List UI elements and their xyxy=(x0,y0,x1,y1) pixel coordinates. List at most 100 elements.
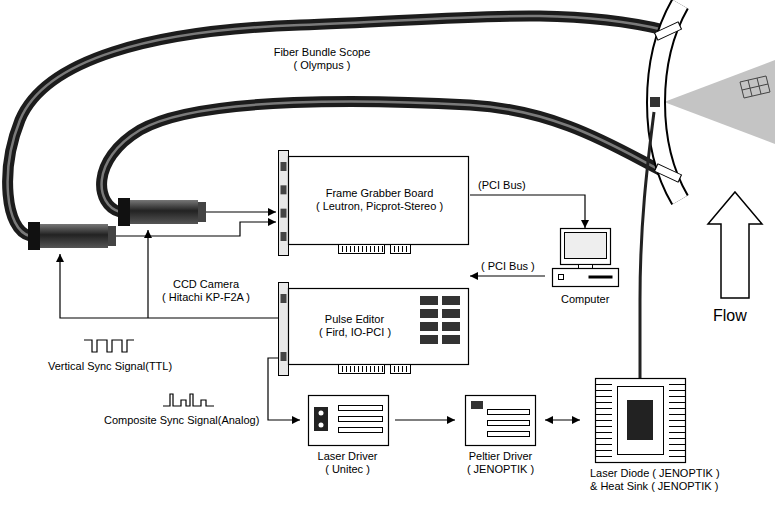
edge-connector xyxy=(391,245,411,254)
sync-wire xyxy=(147,230,148,318)
chip xyxy=(420,309,438,318)
chip xyxy=(420,296,438,305)
board-strip xyxy=(488,432,530,437)
node-label: Laser Driver ( Unitec ) xyxy=(316,450,379,476)
connector xyxy=(470,195,585,228)
label-box: (PCI Bus) xyxy=(476,179,528,192)
video-wire xyxy=(116,222,276,236)
wrap-spacer xyxy=(386,313,393,326)
screen xyxy=(565,233,607,259)
board-strip xyxy=(339,406,383,411)
particle-grid xyxy=(740,76,770,98)
label-box: Vertical Sync Signal(TTL) xyxy=(48,360,172,373)
label-box: ( PCI Bus ) xyxy=(479,260,537,273)
port-connector xyxy=(281,294,287,303)
laser-tip xyxy=(650,97,660,107)
connector xyxy=(470,275,545,276)
circuit-board xyxy=(289,289,469,365)
connector xyxy=(395,419,455,420)
sync-wire xyxy=(60,254,278,318)
driver-board xyxy=(309,396,389,446)
chip xyxy=(442,296,460,305)
camera-ring xyxy=(28,222,40,250)
switch-block xyxy=(314,407,328,431)
chip xyxy=(442,335,460,344)
laser-driver: Laser Driver ( Unitec ) xyxy=(300,395,395,479)
node-label: Frame Grabber Board ( Leutron, Picprot-S… xyxy=(314,187,445,213)
port-connector xyxy=(281,232,287,241)
connector-pins xyxy=(343,246,407,252)
flow-label: Flow xyxy=(713,306,747,325)
node-label: Laser Diode ( JENOPTIK ) & Heat Sink ( J… xyxy=(590,467,723,493)
driver-board xyxy=(466,396,536,446)
connector xyxy=(545,419,580,420)
wrap-spacer xyxy=(241,278,252,291)
mounting-bracket xyxy=(279,283,289,376)
board-strip xyxy=(488,421,530,426)
cable-highlight xyxy=(8,16,664,236)
signal-label: Vertical Sync Signal(TTL) xyxy=(48,360,172,373)
switch-dot xyxy=(319,423,324,428)
analog-waveform xyxy=(163,394,214,406)
peltier-driver: Peltier Driver ( JENOPTIK ) xyxy=(455,395,545,479)
chip xyxy=(420,335,438,344)
label-box: Flow xyxy=(713,306,747,325)
chip xyxy=(442,322,460,331)
chip xyxy=(442,309,460,318)
computer-case xyxy=(553,269,619,287)
port-connector xyxy=(281,185,287,194)
circuit-board xyxy=(289,157,469,245)
camera-body xyxy=(40,224,108,248)
camera-back xyxy=(198,202,206,222)
monitor xyxy=(561,229,611,265)
power-button xyxy=(559,275,564,280)
ccd-camera xyxy=(28,222,116,250)
chip xyxy=(420,322,438,331)
laser-diode xyxy=(627,400,653,440)
flow-arrow xyxy=(708,192,762,298)
chip xyxy=(471,401,483,409)
edge-connector xyxy=(339,365,385,374)
node-label: Pulse Editor ( Fird, IO-PCI ) xyxy=(317,313,393,339)
pulse-editor-board: Pulse Editor ( Fird, IO-PCI ) xyxy=(278,282,470,380)
laser-fiber xyxy=(640,112,654,382)
wrap-spacer xyxy=(534,450,536,463)
connector-pins xyxy=(343,366,407,372)
wrap-spacer xyxy=(465,450,467,463)
wrap-spacer xyxy=(314,187,324,200)
label-box: Composite Sync Signal(Analog) xyxy=(102,414,261,427)
video-wire xyxy=(206,211,276,212)
fiber-bundle-cable xyxy=(8,16,664,236)
port-connector xyxy=(281,352,287,361)
port-connector xyxy=(281,209,287,218)
diode-mount xyxy=(618,387,664,455)
node-label: Computer xyxy=(561,293,609,306)
edge-label: Composite Sync Signal(Analog) xyxy=(102,414,261,427)
label-box: Fiber Bundle Scope ( Olympus ) xyxy=(272,46,372,72)
wrap-spacer xyxy=(160,278,171,291)
label-box: CCD Camera ( Hitachi KP-F2A ) xyxy=(160,278,252,304)
switch-dot xyxy=(319,411,324,416)
heat-sink xyxy=(596,379,686,463)
drive-slot xyxy=(589,276,613,279)
edge-connector xyxy=(391,365,411,374)
edge-label: ( PCI Bus ) xyxy=(479,260,537,273)
edge-label: (PCI Bus) xyxy=(476,179,528,192)
laser-sheet xyxy=(664,60,775,144)
edge-connector xyxy=(339,245,385,254)
node-label: Peltier Driver ( JENOPTIK ) xyxy=(465,450,536,476)
wrap-spacer xyxy=(435,187,445,200)
frame-grabber-board: Frame Grabber Board ( Leutron, Picprot-S… xyxy=(278,150,470,260)
board-strip xyxy=(488,410,530,415)
mounting-bracket xyxy=(279,151,289,256)
heat-sink-fins xyxy=(596,385,685,457)
scope-band xyxy=(655,164,682,182)
cable-label: Fiber Bundle Scope ( Olympus ) xyxy=(272,46,372,72)
scope-band xyxy=(655,22,682,40)
port-connector xyxy=(281,162,287,171)
wrap-spacer xyxy=(317,313,323,326)
computer-icon: Computer xyxy=(545,228,625,309)
ccd-camera xyxy=(118,198,206,226)
camera-ring xyxy=(118,198,130,226)
